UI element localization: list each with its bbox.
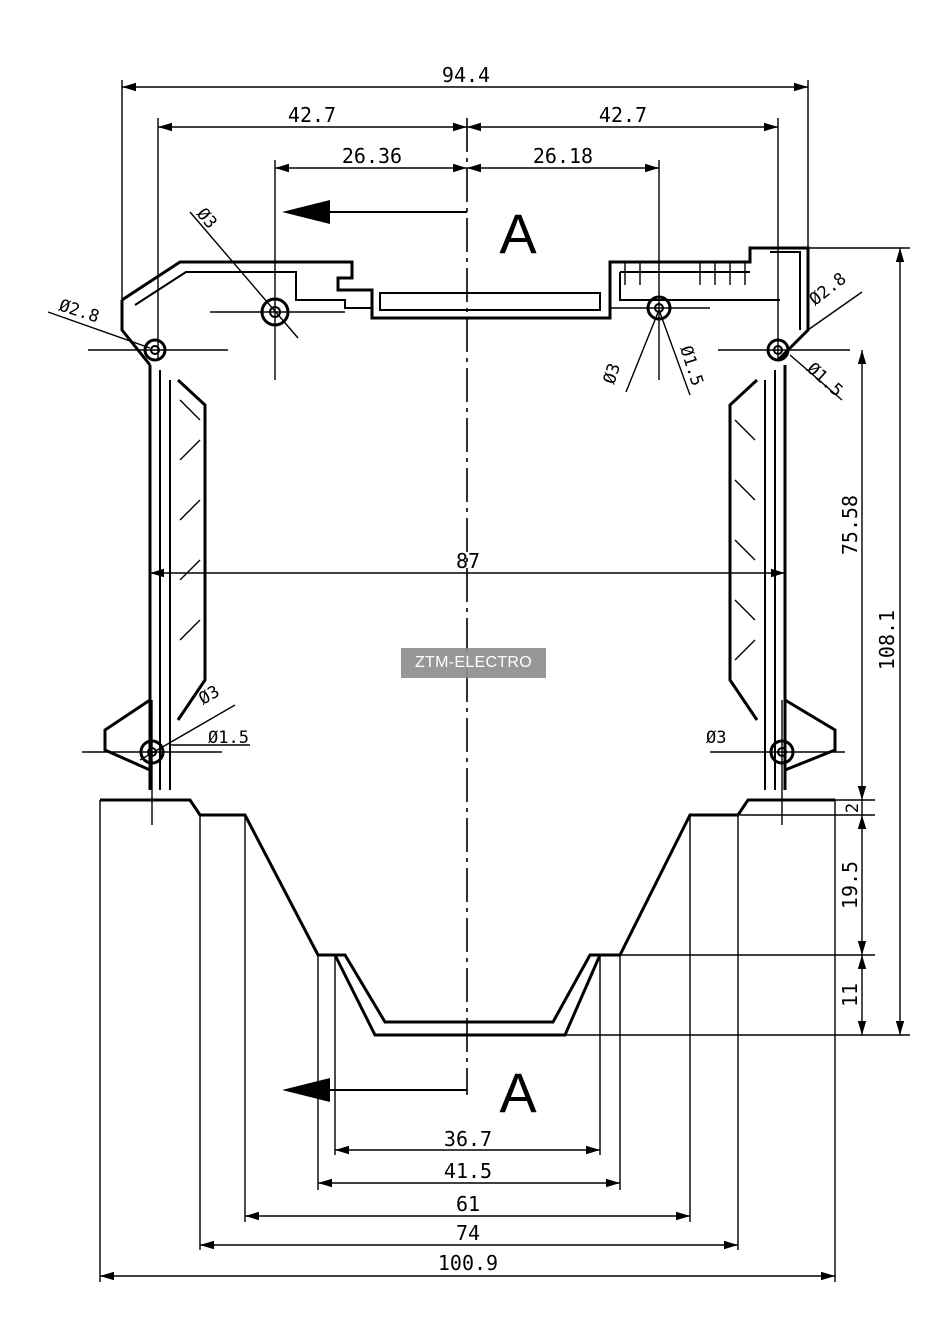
mount-hole-br: [710, 700, 845, 825]
svg-text:94.4: 94.4: [442, 63, 490, 87]
svg-text:36.7: 36.7: [444, 1127, 492, 1151]
dim-87: 87: [150, 549, 785, 578]
dim-94-4: 94.4: [121, 63, 809, 330]
svg-text:100.9: 100.9: [438, 1251, 498, 1275]
svg-text:Ø1.5: Ø1.5: [208, 728, 249, 748]
svg-text:Ø2.8: Ø2.8: [806, 269, 851, 310]
svg-text:108.1: 108.1: [875, 610, 899, 670]
dim-26-18: 26.18: [467, 144, 660, 380]
dim-42-7-right: 42.7: [467, 103, 778, 132]
svg-text:Ø3: Ø3: [600, 361, 625, 387]
section-arrow-bottom: A: [282, 1061, 537, 1124]
svg-text:26.36: 26.36: [342, 144, 402, 168]
dim-bottom: 36.7 41.5 61 74 100.9: [99, 800, 836, 1282]
svg-text:A: A: [499, 202, 537, 265]
svg-text:Ø1.5: Ø1.5: [803, 359, 847, 401]
svg-text:75.58: 75.58: [838, 495, 862, 555]
svg-text:Ø3: Ø3: [706, 728, 726, 748]
dim-vertical-right: 75.58 108.1 2 19.5 11: [565, 247, 910, 1036]
svg-text:42.7: 42.7: [288, 103, 336, 127]
dim-42-7-left: 42.7: [157, 103, 779, 360]
mount-hole-bl: [82, 700, 222, 825]
svg-text:A: A: [499, 1061, 537, 1124]
svg-text:87: 87: [456, 549, 480, 573]
svg-text:Ø3: Ø3: [192, 204, 220, 233]
svg-text:2: 2: [843, 803, 863, 813]
mount-hole-tr: [718, 338, 850, 362]
mount-hole-tm-right: [610, 295, 710, 321]
svg-text:26.18: 26.18: [533, 144, 593, 168]
svg-text:19.5: 19.5: [838, 861, 862, 909]
svg-text:61: 61: [456, 1192, 480, 1216]
svg-text:41.5: 41.5: [444, 1159, 492, 1183]
dim-26-36: 26.36: [274, 144, 467, 380]
section-arrow-top: A: [282, 200, 537, 265]
svg-text:11: 11: [838, 983, 862, 1007]
mount-hole-tl: [88, 338, 228, 362]
mount-hole-tm-left: [210, 297, 345, 327]
svg-text:74: 74: [456, 1221, 480, 1245]
svg-text:42.7: 42.7: [599, 103, 647, 127]
watermark-badge: ZTM-ELECTRO: [401, 648, 546, 678]
